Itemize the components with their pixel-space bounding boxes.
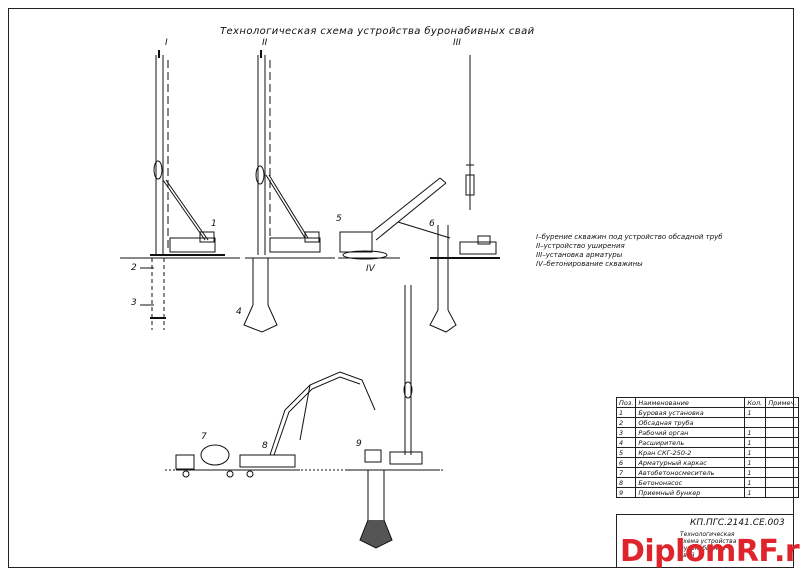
drill-rig-stage-1 <box>120 50 240 330</box>
header-cell: Поз. <box>615 397 637 408</box>
cell: Рабочий орган <box>635 427 746 438</box>
cell <box>765 487 800 498</box>
cell: 5 <box>615 447 637 458</box>
cell <box>765 437 800 448</box>
callout-6: 6 <box>429 219 435 229</box>
stage-label-i: I <box>165 38 168 48</box>
stage-label-ii: II <box>262 38 268 48</box>
cell: Приемный бункер <box>635 487 746 498</box>
drawing-title: Технологическая схема устройства буронаб… <box>220 26 535 37</box>
cell <box>765 447 800 458</box>
cell: 4 <box>615 437 637 448</box>
legend-item: IV–бетонирование скважины <box>536 260 643 268</box>
cell: Арматурный каркас <box>635 457 746 468</box>
document-code: КП.ПГС.2141.СЕ.003 <box>690 518 785 528</box>
cell <box>765 477 800 488</box>
crane-stage-3 <box>338 55 475 260</box>
cell: 1 <box>744 447 767 458</box>
callout-5: 5 <box>336 214 342 224</box>
concrete-pump-boom <box>239 371 376 468</box>
callout-9: 9 <box>356 439 362 449</box>
legend-item: I–бурение скважин под устройство обсадно… <box>536 233 723 241</box>
concrete-mixer-truck <box>175 444 300 478</box>
stage-label-iii: III <box>453 38 461 48</box>
casing-stage-3 <box>429 225 500 333</box>
cell: Кран СКГ-250-2 <box>635 447 746 458</box>
cell <box>765 427 800 438</box>
cell <box>765 457 800 468</box>
cell: 6 <box>615 457 637 468</box>
hopper-and-mast <box>345 285 440 549</box>
header-cell: Примеч. <box>765 397 800 408</box>
header-cell: Наименование <box>635 397 746 408</box>
cell: Буровая установка <box>635 407 746 418</box>
cell: 8 <box>615 477 637 488</box>
cell <box>765 467 800 478</box>
cell: 1 <box>615 407 637 418</box>
cell: 1 <box>744 407 767 418</box>
header-cell: Кол. <box>744 397 767 408</box>
stage-legend: I–бурение скважин под устройство обсадно… <box>536 233 723 269</box>
cell: Обсадная труба <box>635 417 746 428</box>
cell: 1 <box>744 427 767 438</box>
cell <box>744 417 767 428</box>
callout-8: 8 <box>262 441 268 451</box>
title-block <box>616 514 794 568</box>
callout-7: 7 <box>201 432 207 442</box>
drawing-frame <box>8 8 794 568</box>
watermark-logo: DiplomRF.ru <box>620 534 800 569</box>
cell: 1 <box>744 477 767 488</box>
cell: Автобетоносмеситель <box>635 467 746 478</box>
cell <box>765 417 800 428</box>
legend-item: III–установка арматуры <box>536 251 623 259</box>
cell: 9 <box>615 487 637 498</box>
legend-item: II–устройство уширения <box>536 242 625 250</box>
callout-1: 1 <box>211 219 217 229</box>
cell: 2 <box>615 417 637 428</box>
callout-4: 4 <box>236 307 242 317</box>
cell: 1 <box>744 437 767 448</box>
cell: 1 <box>744 467 767 478</box>
title-block-note: Технологическая схема устройства буронаб… <box>680 531 737 559</box>
stage-label-iv: IV <box>366 264 375 274</box>
cell <box>765 407 800 418</box>
table-header-row: Поз. Наименование Кол. Примеч. <box>615 397 800 408</box>
callout-3: 3 <box>131 298 137 308</box>
cell: Расширитель <box>635 437 746 448</box>
cell: Бетононасос <box>635 477 746 488</box>
callout-2: 2 <box>131 263 137 273</box>
cell: 1 <box>744 487 767 498</box>
drill-rig-stage-2 <box>243 50 335 333</box>
cell: 3 <box>615 427 637 438</box>
cell: 7 <box>615 467 637 478</box>
cell: 1 <box>744 457 767 468</box>
